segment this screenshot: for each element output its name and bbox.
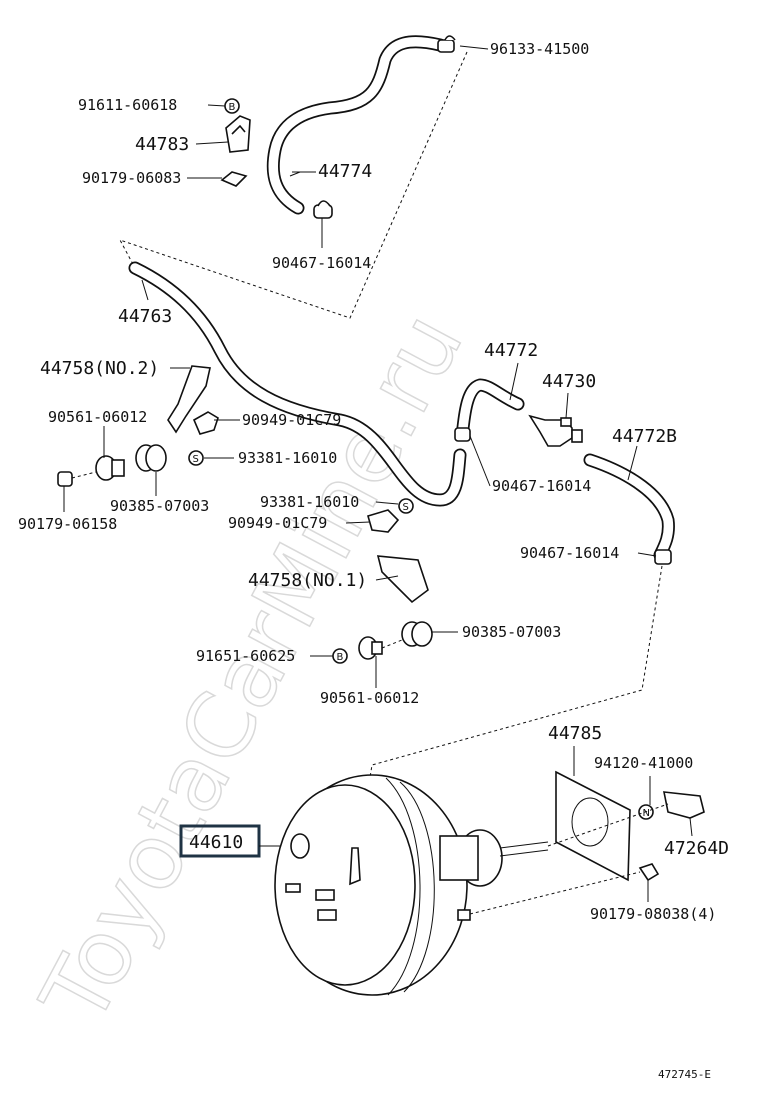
bolt-symbol-91651[interactable]: B <box>332 648 348 664</box>
label-91611-60618[interactable]: 91611-60618 <box>78 96 177 114</box>
label-90179-06083[interactable]: 90179-06083 <box>82 169 181 187</box>
brake-booster-44610[interactable] <box>274 774 549 996</box>
screw-symbol-upper[interactable]: S <box>188 450 204 466</box>
nut-90179-08038[interactable] <box>638 863 660 882</box>
dotted-axis-left <box>71 471 97 479</box>
label-93381-16010-upper[interactable]: 93381-16010 <box>238 449 337 467</box>
clip-90949-lower[interactable] <box>367 509 400 533</box>
hose-clamp-lower-44774[interactable] <box>313 200 333 219</box>
cushion-90385-right[interactable] <box>401 621 433 647</box>
hose-44772[interactable] <box>456 378 525 435</box>
screw-icon: S <box>403 502 409 513</box>
label-90561-06012-left[interactable]: 90561-06012 <box>48 408 147 426</box>
label-90949-01C79-lower[interactable]: 90949-01C79 <box>228 514 327 532</box>
cushion-90385-left[interactable] <box>135 444 167 472</box>
label-90467-16014-right[interactable]: 90467-16014 <box>520 544 619 562</box>
label-44730[interactable]: 44730 <box>542 371 596 392</box>
vacuum-pipe-44763[interactable] <box>128 261 467 507</box>
nut-90179-06158[interactable] <box>57 471 73 487</box>
nut-icon: N <box>643 808 650 819</box>
hose-clamp-top[interactable] <box>437 35 456 53</box>
bolt-icon: B <box>337 652 344 663</box>
dotted-axis-lower <box>381 639 403 649</box>
highlight-box-44610 <box>179 824 261 858</box>
label-44772B[interactable]: 44772B <box>612 426 677 447</box>
label-91651-60625[interactable]: 91651-60625 <box>196 647 295 665</box>
diagram-code: 472745-E <box>658 1068 711 1081</box>
label-90385-07003-right[interactable]: 90385-07003 <box>462 623 561 641</box>
bracket-44758-no2[interactable] <box>167 365 211 434</box>
clevis-47264D[interactable] <box>663 791 705 819</box>
hose-44772B[interactable] <box>583 453 675 562</box>
label-44758-no2[interactable]: 44758(NO.2) <box>40 358 159 379</box>
bolt-symbol-91611[interactable]: B <box>224 98 240 114</box>
label-47264D[interactable]: 47264D <box>664 838 729 859</box>
label-90179-08038[interactable]: 90179-08038(4) <box>590 905 716 923</box>
screw-icon: S <box>193 454 199 465</box>
clip-90179-06083[interactable] <box>220 171 248 187</box>
label-44610[interactable]: 44610 <box>189 832 243 853</box>
label-93381-16010-lower[interactable]: 93381-16010 <box>260 493 359 511</box>
dotted-link-top <box>118 51 468 319</box>
label-96133-41500[interactable]: 96133-41500 <box>490 40 589 58</box>
label-44774[interactable]: 44774 <box>318 161 372 182</box>
label-44772[interactable]: 44772 <box>484 340 538 361</box>
label-90467-16014-mid[interactable]: 90467-16014 <box>492 477 591 495</box>
screw-symbol-lower[interactable]: S <box>398 498 414 514</box>
clip-90949-upper[interactable] <box>192 411 219 435</box>
vacuum-hose-44774[interactable] <box>266 35 447 215</box>
label-90949-01C79-upper[interactable]: 90949-01C79 <box>242 411 341 429</box>
label-90385-07003-left[interactable]: 90385-07003 <box>110 497 209 515</box>
clamp-90467-right[interactable] <box>654 549 672 565</box>
label-44783[interactable]: 44783 <box>135 134 189 155</box>
leader-lines <box>63 45 693 902</box>
bracket-44758-no1[interactable] <box>376 555 429 604</box>
clamp-90467-mid[interactable] <box>454 427 471 442</box>
label-90467-16014-top[interactable]: 90467-16014 <box>272 254 371 272</box>
gasket-44785[interactable] <box>555 770 631 882</box>
grommet-90561-lower[interactable] <box>358 636 383 660</box>
grommet-90561-left[interactable] <box>95 455 125 481</box>
bracket-44783[interactable] <box>225 115 251 153</box>
check-valve-44730[interactable] <box>528 414 583 447</box>
label-94120-41000[interactable]: 94120-41000 <box>594 754 693 772</box>
dotted-link-booster <box>359 565 663 841</box>
label-90561-06012-lower[interactable]: 90561-06012 <box>320 689 419 707</box>
label-90179-06158[interactable]: 90179-06158 <box>18 515 117 533</box>
label-44758-no1[interactable]: 44758(NO.1) <box>248 570 367 591</box>
label-44763[interactable]: 44763 <box>118 306 172 327</box>
label-44785[interactable]: 44785 <box>548 723 602 744</box>
dotted-axis-stud <box>469 871 641 915</box>
bolt-icon: B <box>229 102 236 113</box>
